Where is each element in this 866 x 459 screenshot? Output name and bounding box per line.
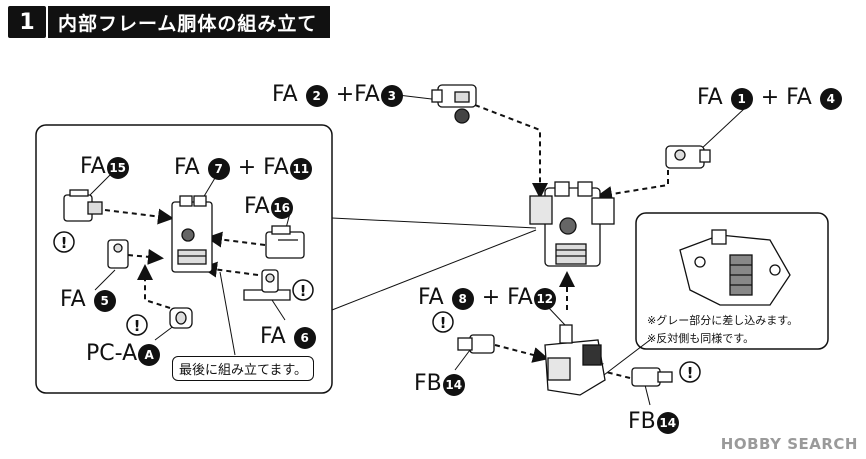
leader-line <box>94 269 116 291</box>
detail-insert-illustration <box>679 229 791 306</box>
label-fa1-fa4: FA 1 + FA 4 <box>697 86 843 110</box>
part-fa5 <box>107 239 129 269</box>
watermark: HOBBY SEARCH <box>720 435 858 453</box>
caution-icon: ! <box>292 279 314 301</box>
part-fa1-fa4 <box>665 145 711 169</box>
assembly-arrow <box>127 248 164 265</box>
assembly-arrow <box>586 363 631 379</box>
label-fa6: FA 6 <box>260 325 317 349</box>
leader-line <box>89 174 111 196</box>
leader-line <box>644 384 651 406</box>
svg-text:!: ! <box>687 364 694 382</box>
caution-icon: ! <box>126 314 148 336</box>
assembly-arrow <box>494 344 549 363</box>
part-fa15 <box>63 189 103 222</box>
note-callout-box <box>635 212 829 350</box>
svg-text:!: ! <box>300 282 307 300</box>
callout-line <box>331 229 537 311</box>
callout-line <box>331 217 537 229</box>
caution-icon: ! <box>53 231 75 253</box>
part-fb14-left <box>457 334 495 354</box>
note-opposite-side: ※反対側も同様です。 <box>647 332 755 345</box>
step-title: 内部フレーム胴体の組み立て <box>48 6 330 38</box>
assembly-arrow <box>137 264 171 309</box>
part-pc-a <box>169 307 193 329</box>
assembly-arrow <box>104 208 174 225</box>
caution-icon: ! <box>679 361 701 383</box>
leader-line <box>699 107 746 151</box>
svg-text:!: ! <box>440 314 447 332</box>
leader-line <box>271 299 286 321</box>
note-assemble-last: 最後に組み立てます。 <box>172 356 315 381</box>
part-fa8-fa12 <box>544 324 606 396</box>
detail-callout-box <box>35 124 333 394</box>
note-insert-gray: ※グレー部分に差し込みます。 <box>647 314 799 327</box>
leader-line <box>219 271 236 356</box>
assembly-arrow <box>206 231 266 248</box>
assembly-arrow <box>596 170 669 202</box>
leader-line <box>547 306 566 326</box>
svg-text:!: ! <box>134 317 141 335</box>
label-fa5: FA 5 <box>60 288 117 312</box>
caution-icon: ! <box>432 311 454 333</box>
leader-line <box>454 349 471 371</box>
part-fa6 <box>243 269 291 301</box>
part-fb14-right <box>631 367 673 387</box>
part-torso-frame <box>529 181 615 267</box>
assembly-arrow <box>474 104 548 199</box>
part-fa16 <box>265 225 305 259</box>
part-fa7-fa11 <box>171 195 213 273</box>
part-fa2-fa3 <box>431 84 477 124</box>
svg-text:!: ! <box>61 234 68 252</box>
step-number-badge: 1 <box>8 6 46 38</box>
assembly-arrow <box>201 261 259 278</box>
